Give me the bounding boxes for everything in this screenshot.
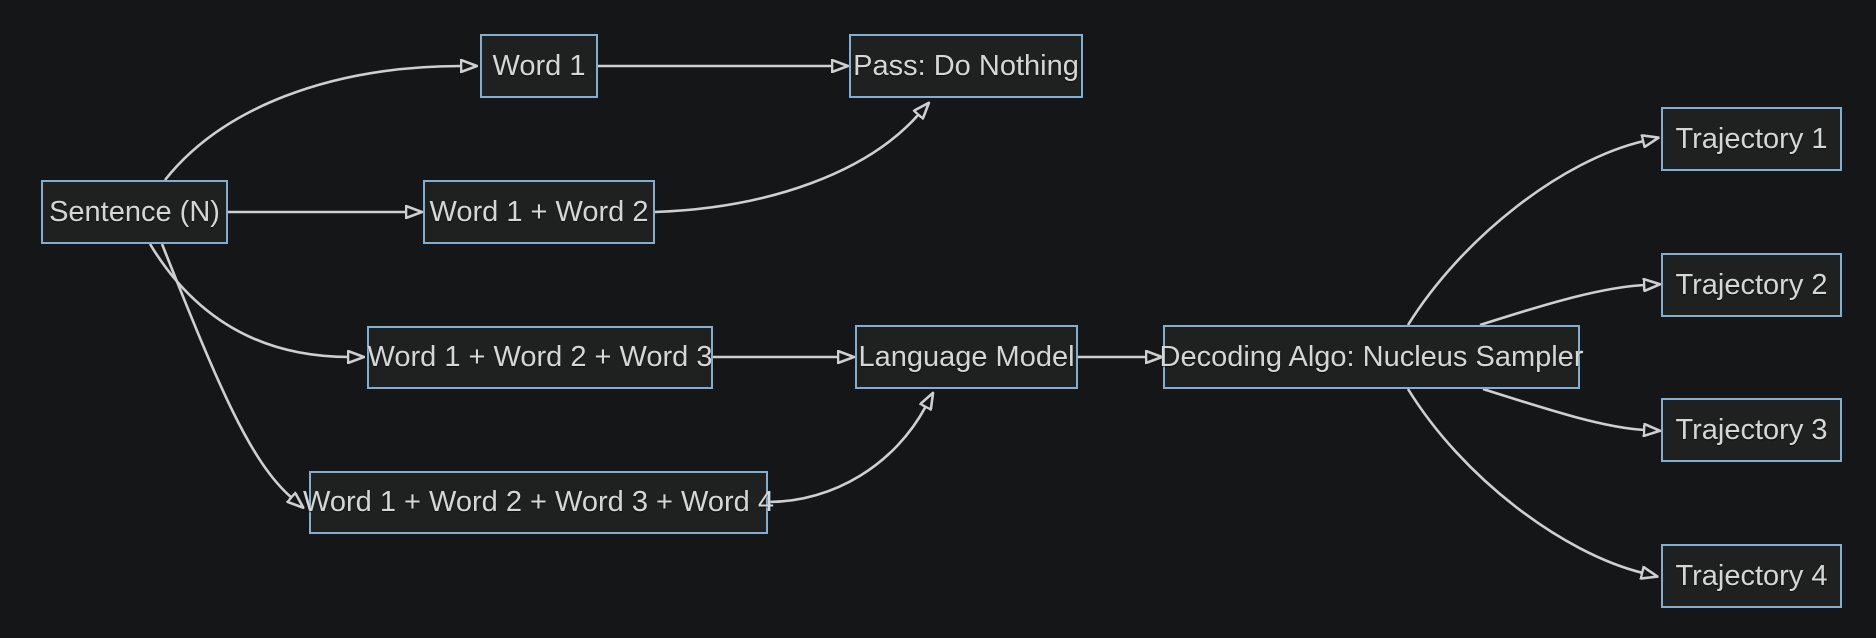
edge-sentence-word1234	[160, 243, 292, 498]
edge-word1234-lm	[767, 406, 926, 504]
edge-sentence-word123	[148, 243, 349, 357]
edge-decoder-trajectory1	[1406, 141, 1644, 326]
node-decoding-algo-label: Decoding Algo: Nucleus Sampler	[1159, 340, 1584, 373]
node-trajectory-4-label: Trajectory 4	[1675, 559, 1828, 592]
node-sentence-label: Sentence (N)	[49, 195, 220, 228]
node-language-model: Language Model	[855, 325, 1078, 389]
node-decoding-algo-nucleus-sampler: Decoding Algo: Nucleus Sampler	[1160, 325, 1583, 389]
node-pass-do-nothing-label: Pass: Do Nothing	[853, 49, 1079, 82]
node-sentence: Sentence (N)	[41, 180, 228, 244]
node-trajectory-3: Trajectory 3	[1661, 398, 1842, 462]
node-trajectory-4: Trajectory 4	[1661, 544, 1842, 608]
edge-decoder-trajectory2	[1479, 285, 1645, 327]
node-word1-word2-label: Word 1 + Word 2	[429, 195, 649, 228]
node-language-model-label: Language Model	[858, 340, 1075, 373]
node-word1-word2-word3: Word 1 + Word 2 + Word 3	[367, 326, 713, 389]
node-word1-word2-word3-label: Word 1 + Word 2 + Word 3	[367, 341, 713, 373]
node-word1: Word 1	[480, 34, 598, 98]
node-trajectory-2-label: Trajectory 2	[1675, 268, 1828, 301]
edge-decoder-trajectory4	[1406, 388, 1643, 573]
node-word1-word2-word3-word4: Word 1 + Word 2 + Word 3 + Word 4	[303, 471, 774, 534]
node-trajectory-1-label: Trajectory 1	[1675, 122, 1828, 155]
edge-decoder-trajectory3	[1482, 387, 1645, 430]
node-trajectory-2: Trajectory 2	[1661, 253, 1842, 317]
edge-sentence-word1	[163, 66, 462, 181]
node-word1-word2: Word 1 + Word 2	[423, 180, 655, 244]
node-pass-do-nothing: Pass: Do Nothing	[849, 34, 1083, 98]
node-word1-word2-word3-word4-label: Word 1 + Word 2 + Word 3 + Word 4	[303, 486, 774, 518]
node-trajectory-3-label: Trajectory 3	[1675, 413, 1828, 446]
node-trajectory-1: Trajectory 1	[1661, 107, 1842, 171]
node-word1-label: Word 1	[492, 49, 586, 82]
edge-word12-pass	[654, 114, 919, 214]
